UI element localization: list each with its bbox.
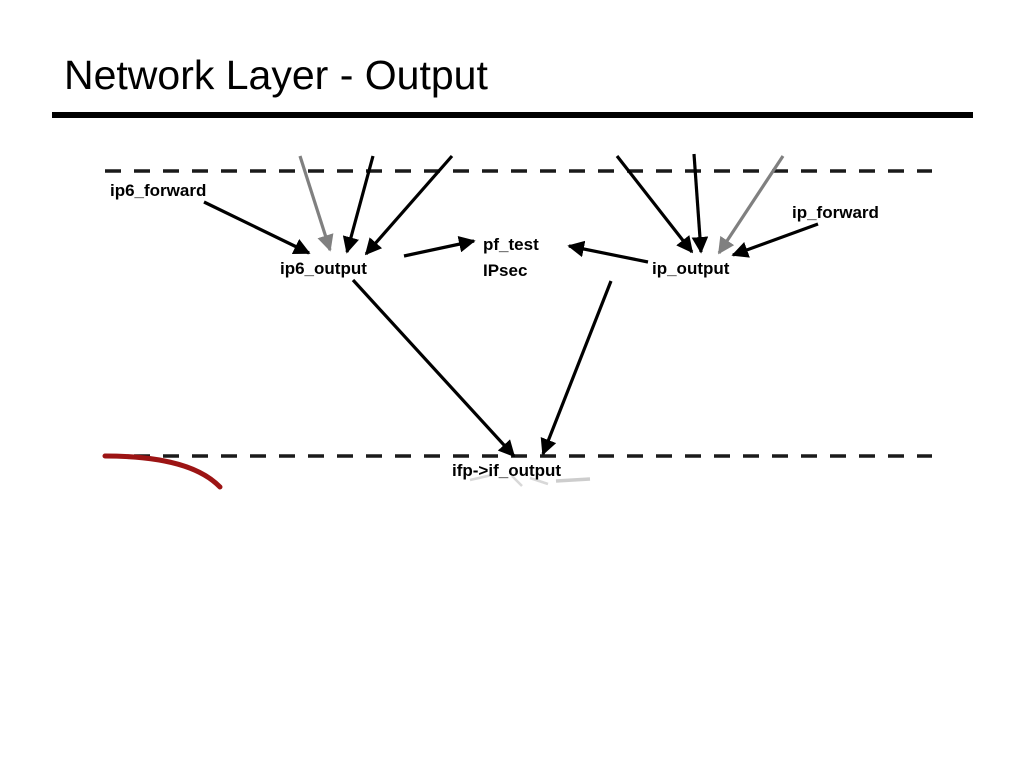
node-label-ip-output: ip_output bbox=[652, 259, 730, 278]
edge-ip-forward-to-ip-output bbox=[731, 222, 819, 258]
node-label-ipsec-line: IPsec bbox=[483, 261, 528, 281]
node-label-ip6-output: ip6_output bbox=[280, 259, 367, 278]
edge-ip6-output-to-pf-test bbox=[403, 236, 476, 258]
faint-gray-artifact bbox=[469, 473, 591, 487]
edge-upper-4-to-ip-output bbox=[691, 153, 709, 254]
edge-upper-1-to-ip6-output bbox=[342, 155, 375, 254]
node-label-ifp-if-output: ifp->if_output bbox=[452, 461, 562, 480]
edge-ip-output-to-pf-test bbox=[567, 240, 649, 264]
edge-ip-output-to-ifp-if-output bbox=[540, 280, 613, 456]
edge-upper-2-to-ip6-output bbox=[364, 154, 454, 256]
edge-ip6-forward-to-ip6-output bbox=[203, 200, 311, 255]
node-label-pf-test-ipsec: pf_test IPsec bbox=[483, 232, 539, 285]
edge-upper-gray2-to-ip-output bbox=[717, 155, 785, 255]
node-label-pf-test-line: pf_test bbox=[483, 235, 539, 254]
page-title: Network Layer - Output bbox=[64, 52, 488, 98]
edge-upper-3-to-ip-output bbox=[615, 155, 694, 254]
dark-red-curve bbox=[102, 453, 223, 490]
title-underline-rule bbox=[52, 112, 973, 118]
node-label-ip6-forward: ip6_forward bbox=[110, 181, 207, 200]
edge-ip6-output-to-ifp-if-output bbox=[351, 278, 516, 458]
edge-upper-gray-to-ip6-output bbox=[298, 155, 334, 252]
node-label-ip-forward: ip_forward bbox=[792, 203, 879, 222]
